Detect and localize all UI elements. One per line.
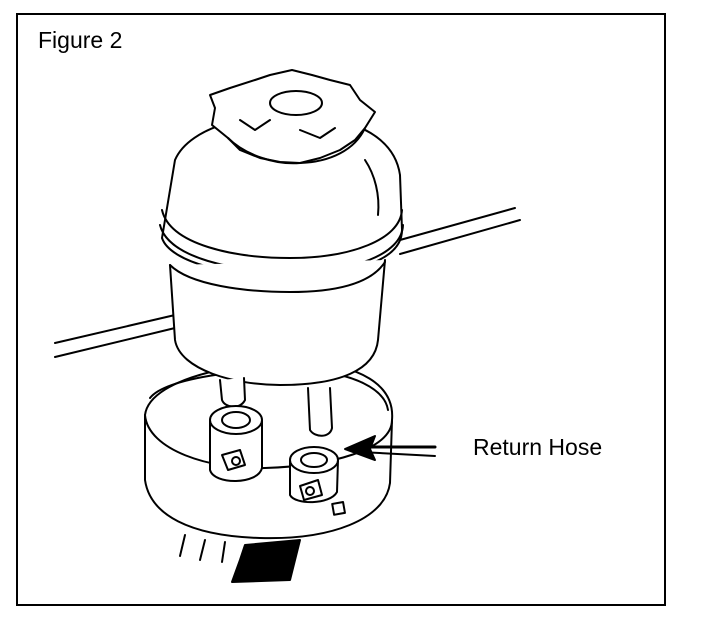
background-rails — [54, 207, 521, 358]
reservoir-outlets — [219, 377, 333, 437]
figure-title: Figure 2 — [38, 27, 123, 53]
reservoir-body — [159, 113, 404, 386]
return-hose-arrow — [344, 435, 437, 461]
reservoir-cap — [209, 69, 376, 165]
return-hose-label: Return Hose — [473, 434, 603, 460]
return-hose-fitting — [289, 446, 339, 504]
supply-hose-fitting — [209, 405, 263, 482]
pump-base — [144, 360, 394, 583]
